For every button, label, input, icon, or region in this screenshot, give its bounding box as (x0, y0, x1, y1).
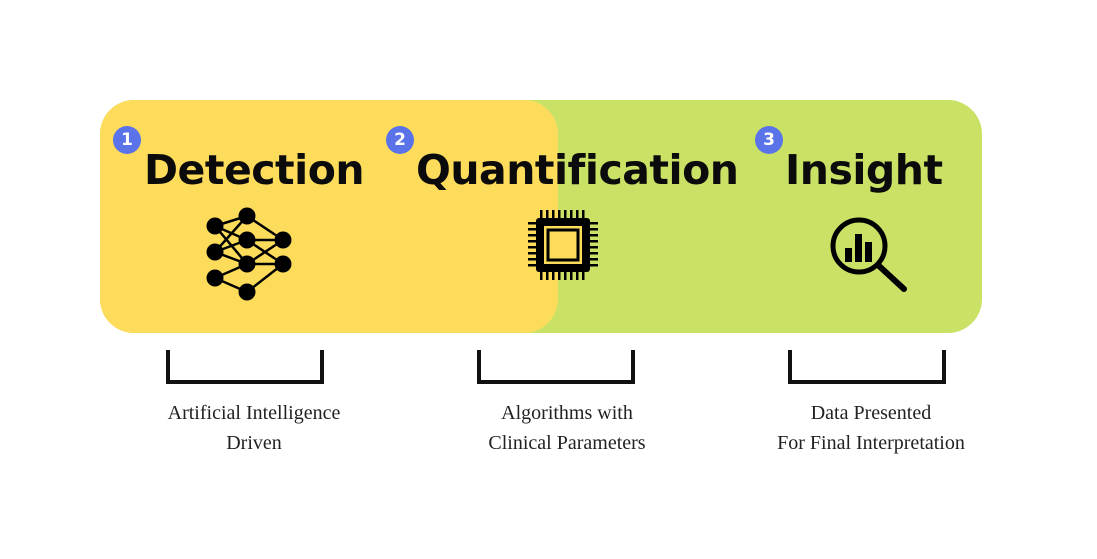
stage-2-title: Quantification (416, 146, 739, 194)
neural-network-icon (203, 206, 295, 302)
yellow-panel (100, 100, 558, 333)
stage-3-caption: Data Presented For Final Interpretation (731, 398, 1011, 458)
magnifier-chart-icon (829, 216, 909, 294)
stage-2-bracket (477, 350, 635, 384)
stage-2-number-badge: 2 (386, 126, 414, 154)
caption-line: For Final Interpretation (777, 432, 965, 454)
stage-1-number-badge: 1 (113, 126, 141, 154)
caption-line: Data Presented (810, 402, 932, 424)
caption-line: Driven (226, 432, 282, 454)
caption-line: Algorithms with (501, 402, 633, 424)
stage-1-bracket (166, 350, 324, 384)
processor-chip-icon (526, 208, 600, 282)
stage-1-caption: Artificial Intelligence Driven (114, 398, 394, 458)
caption-line: Artificial Intelligence (167, 402, 341, 424)
stage-1-title: Detection (144, 146, 365, 194)
stage-3-number-badge: 3 (755, 126, 783, 154)
caption-line: Clinical Parameters (488, 432, 646, 454)
stage-3-bracket (788, 350, 946, 384)
stage-2-caption: Algorithms with Clinical Parameters (427, 398, 707, 458)
stage-3-title: Insight (785, 146, 943, 194)
